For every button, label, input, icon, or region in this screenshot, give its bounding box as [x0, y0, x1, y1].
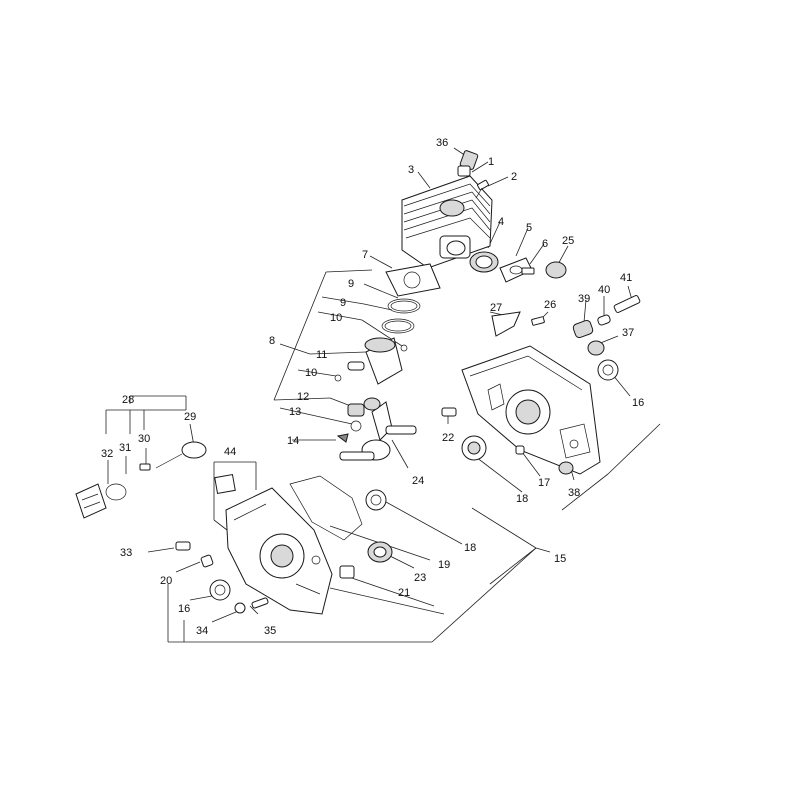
- ball-bearing-18-right: [461, 435, 487, 461]
- fitting-21: [339, 565, 355, 579]
- callout-29: 29: [184, 411, 196, 423]
- flange-screw: [521, 267, 535, 275]
- callout-2: 2: [511, 171, 517, 183]
- callout-10-upper: 10: [330, 312, 342, 324]
- intake-23: [367, 541, 393, 563]
- callout-8: 8: [269, 335, 275, 347]
- wire-29: [155, 441, 207, 469]
- right-crankcase: [461, 345, 601, 475]
- ring-washer: [350, 420, 362, 432]
- callout-36: 36: [436, 137, 448, 149]
- callout-23: 23: [414, 572, 426, 584]
- callout-10-lower: 10: [305, 367, 317, 379]
- cylinder-screw: [475, 179, 489, 199]
- intake-manifold: [469, 251, 499, 273]
- piston-ring-lower: [381, 318, 415, 334]
- callout-31: 31: [119, 442, 131, 454]
- callout-35: 35: [264, 625, 276, 637]
- callout-16-left: 16: [178, 603, 190, 615]
- callout-9-upper: 9: [348, 278, 354, 290]
- washer-37: [587, 340, 605, 356]
- callout-27: 27: [490, 302, 502, 314]
- callout-14: 14: [287, 435, 299, 447]
- callout-39: 39: [578, 293, 590, 305]
- decompression-valve: [457, 150, 479, 177]
- gasket-19: [289, 475, 363, 541]
- callout-5: 5: [526, 222, 532, 234]
- callout-12: 12: [297, 391, 309, 403]
- callout-41: 41: [620, 272, 632, 284]
- leader-lines: [105, 147, 661, 643]
- callout-1: 1: [488, 156, 494, 168]
- plug-38: [558, 461, 574, 475]
- callout-32: 32: [101, 448, 113, 460]
- callout-labels: 36 1 2 3 4 5 6 25 7 9 9 10 8 11 10 12 13…: [101, 137, 644, 637]
- callout-21: 21: [398, 587, 410, 599]
- sleeve-39: [572, 319, 594, 339]
- callout-4: 4: [498, 216, 504, 228]
- spring-40: [597, 314, 611, 326]
- screw-26: [531, 316, 545, 326]
- callout-7: 7: [362, 249, 368, 261]
- left-crankcase: [225, 487, 333, 615]
- callout-18-right: 18: [516, 493, 528, 505]
- bracket-spring: [491, 311, 521, 337]
- needle-bearing: [347, 403, 365, 417]
- seal-ring-16-right: [597, 359, 619, 381]
- screw-41: [613, 295, 641, 313]
- callout-26: 26: [544, 299, 556, 311]
- guide-pin-17: [515, 445, 525, 455]
- bearing-18-left: [365, 489, 387, 511]
- screw-22: [441, 407, 457, 417]
- callout-40: 40: [598, 284, 610, 296]
- screw-33: [175, 541, 191, 551]
- callout-44: 44: [224, 446, 236, 458]
- screw-30: [139, 463, 151, 471]
- key: [336, 433, 349, 443]
- o-ring-31: [105, 483, 127, 501]
- callout-22: 22: [442, 432, 454, 444]
- callout-19: 19: [438, 559, 450, 571]
- callout-11: 11: [316, 349, 327, 361]
- piston-ring-upper: [387, 298, 421, 314]
- cylinder: [401, 175, 493, 269]
- callout-6: 6: [542, 238, 548, 250]
- callout-13: 13: [289, 406, 301, 418]
- washer-34: [234, 602, 246, 614]
- callout-38: 38: [568, 487, 580, 499]
- callout-18-left: 18: [464, 542, 476, 554]
- seal-ring-16-left: [209, 579, 231, 601]
- callout-28: 28: [122, 394, 134, 406]
- callout-30: 30: [138, 433, 150, 445]
- callout-9-lower: 9: [340, 297, 346, 309]
- screw-35: [251, 597, 269, 609]
- callout-17: 17: [538, 477, 550, 489]
- circlip: [400, 344, 408, 352]
- nipple-20: [200, 554, 214, 568]
- cover-32: [75, 483, 107, 519]
- crankshaft: [339, 397, 417, 461]
- callout-15: 15: [554, 553, 566, 565]
- callout-33: 33: [120, 547, 132, 559]
- piston: [347, 337, 403, 385]
- callout-34: 34: [196, 625, 208, 637]
- label-44: [214, 473, 236, 495]
- circlip-lower: [334, 374, 342, 382]
- plug-cap: [545, 261, 567, 279]
- callout-25: 25: [562, 235, 574, 247]
- callout-3: 3: [408, 164, 414, 176]
- cylinder-gasket: [385, 263, 441, 297]
- callout-16-right: 16: [632, 397, 644, 409]
- callout-37: 37: [622, 327, 634, 339]
- callout-24: 24: [412, 475, 424, 487]
- callout-20: 20: [160, 575, 172, 587]
